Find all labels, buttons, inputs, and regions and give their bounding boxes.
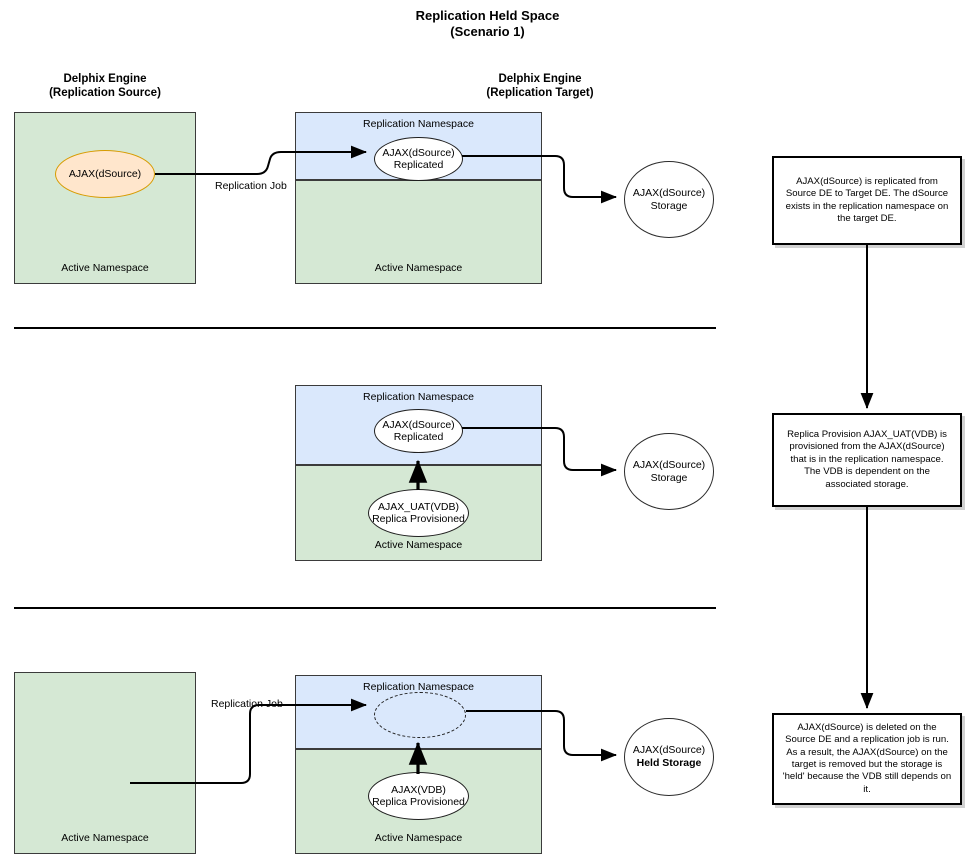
column-header-source: Delphix Engine (Replication Source) xyxy=(49,73,161,99)
row3-storage-line1: AJAX(dSource) xyxy=(632,744,706,756)
row3-held-storage-circle: AJAX(dSource) Held Storage xyxy=(624,718,714,796)
row3-deleted-dsource-ellipse xyxy=(374,692,466,738)
row2-storage-line1: AJAX(dSource) xyxy=(632,458,706,471)
row1-source-active-namespace-label: Active Namespace xyxy=(61,262,149,274)
row2-vdb-ellipse: AJAX_UAT(VDB) Replica Provisioned xyxy=(368,489,469,537)
row2-storage-line2: Storage xyxy=(650,471,688,484)
row1-note-box: AJAX(dSource) is replicated from Source … xyxy=(772,156,962,245)
page-title: Replication Held Space (Scenario 1) xyxy=(415,8,560,39)
row1-replication-job-label: Replication Job xyxy=(215,180,287,192)
row1-source-active-namespace-box: Active Namespace xyxy=(14,112,196,284)
row2-target-active-namespace-label: Active Namespace xyxy=(374,539,463,551)
row1-target-active-namespace-box: Active Namespace xyxy=(295,180,542,284)
row1-storage-line1: AJAX(dSource) xyxy=(632,186,706,199)
row3-note-box: AJAX(dSource) is deleted on the Source D… xyxy=(772,713,962,805)
row3-source-active-namespace-label: Active Namespace xyxy=(61,832,149,844)
row3-target-replication-namespace-label: Replication Namespace xyxy=(363,681,474,693)
row1-target-active-namespace-label: Active Namespace xyxy=(374,262,463,274)
section-divider-2 xyxy=(14,607,716,609)
row1-source-dsource-ellipse: AJAX(dSource) xyxy=(55,150,155,198)
row2-target-replicated-ellipse: AJAX(dSource) Replicated xyxy=(374,409,463,453)
row2-note-box: Replica Provision AJAX_UAT(VDB) is provi… xyxy=(772,413,962,507)
column-header-target: Delphix Engine (Replication Target) xyxy=(486,73,594,99)
section-divider-1 xyxy=(14,327,716,329)
row2-storage-circle: AJAX(dSource) Storage xyxy=(624,433,714,510)
row1-target-replication-namespace-label: Replication Namespace xyxy=(363,118,474,130)
row3-vdb-ellipse: AJAX(VDB) Replica Provisioned xyxy=(368,772,469,820)
row3-source-active-namespace-box: Active Namespace xyxy=(14,672,196,854)
row1-storage-line2: Storage xyxy=(650,199,688,212)
row1-storage-circle: AJAX(dSource) Storage xyxy=(624,161,714,238)
row1-target-replicated-ellipse: AJAX(dSource) Replicated xyxy=(374,137,463,181)
row2-target-replication-namespace-label: Replication Namespace xyxy=(363,391,474,403)
row3-storage-line2: Held Storage xyxy=(636,757,702,769)
row3-target-active-namespace-label: Active Namespace xyxy=(374,832,463,844)
row3-replication-job-label: Replication Job xyxy=(211,698,283,710)
